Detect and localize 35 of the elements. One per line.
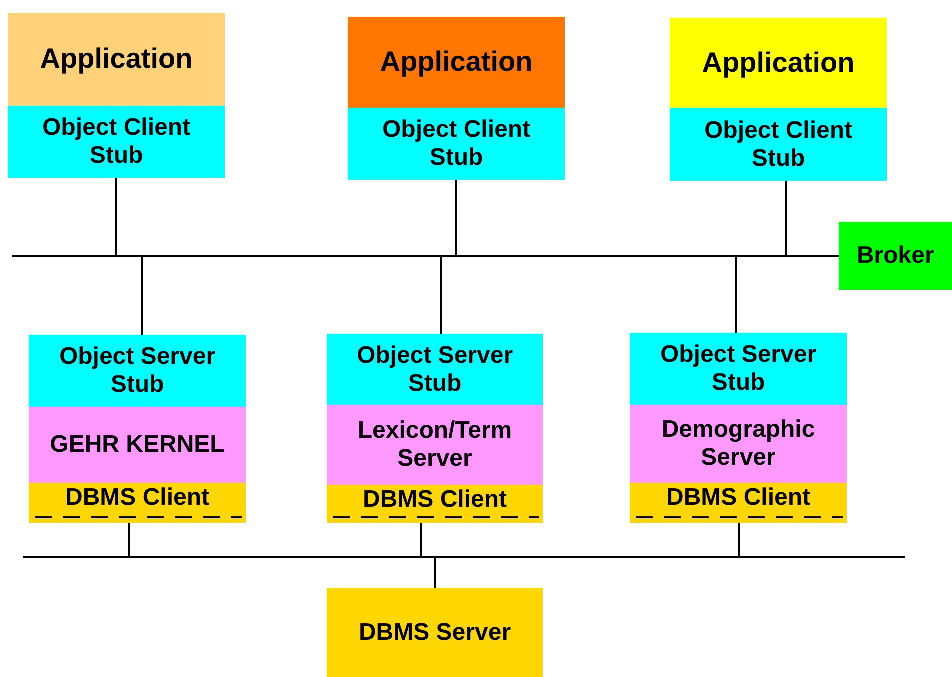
box-label: DBMS Client bbox=[363, 486, 507, 514]
stub-box bbox=[327, 334, 543, 405]
stub-box bbox=[670, 108, 887, 181]
application-box bbox=[8, 13, 225, 106]
box-label: Object Server Stub bbox=[356, 342, 514, 398]
box-label: Broker bbox=[856, 242, 934, 270]
box-label: Object Client Stub bbox=[703, 116, 854, 172]
box-label: GEHR KERNEL bbox=[50, 431, 225, 459]
client-box bbox=[630, 483, 847, 523]
server-box bbox=[327, 588, 543, 677]
stub-box bbox=[8, 106, 225, 178]
box-label: DBMS Client bbox=[666, 484, 810, 512]
application-box bbox=[670, 18, 887, 108]
client-box bbox=[327, 485, 543, 523]
connector-line bbox=[434, 523, 740, 588]
box-label: Demographic Server bbox=[660, 416, 816, 472]
stub-box bbox=[348, 108, 565, 180]
server-box bbox=[327, 405, 543, 485]
broker-box bbox=[839, 222, 952, 290]
box-label: Object Server Stub bbox=[659, 341, 818, 397]
client-box bbox=[29, 483, 246, 523]
stub-box bbox=[630, 333, 847, 405]
box-label: DBMS Server bbox=[358, 618, 512, 646]
server-box bbox=[630, 405, 847, 483]
box-label: DBMS Client bbox=[66, 484, 210, 512]
box-label: Application bbox=[702, 46, 855, 80]
box-label: Application bbox=[40, 43, 193, 76]
server-box bbox=[29, 407, 246, 483]
box-label: Object Client Stub bbox=[381, 116, 532, 172]
application-box bbox=[348, 17, 565, 108]
box-label: Object Client Stub bbox=[41, 114, 192, 170]
stub-box bbox=[29, 335, 246, 407]
box-label: Lexicon/Term Server bbox=[356, 417, 514, 473]
box-label: Application bbox=[380, 46, 533, 79]
box-label: Object Server Stub bbox=[58, 343, 217, 399]
